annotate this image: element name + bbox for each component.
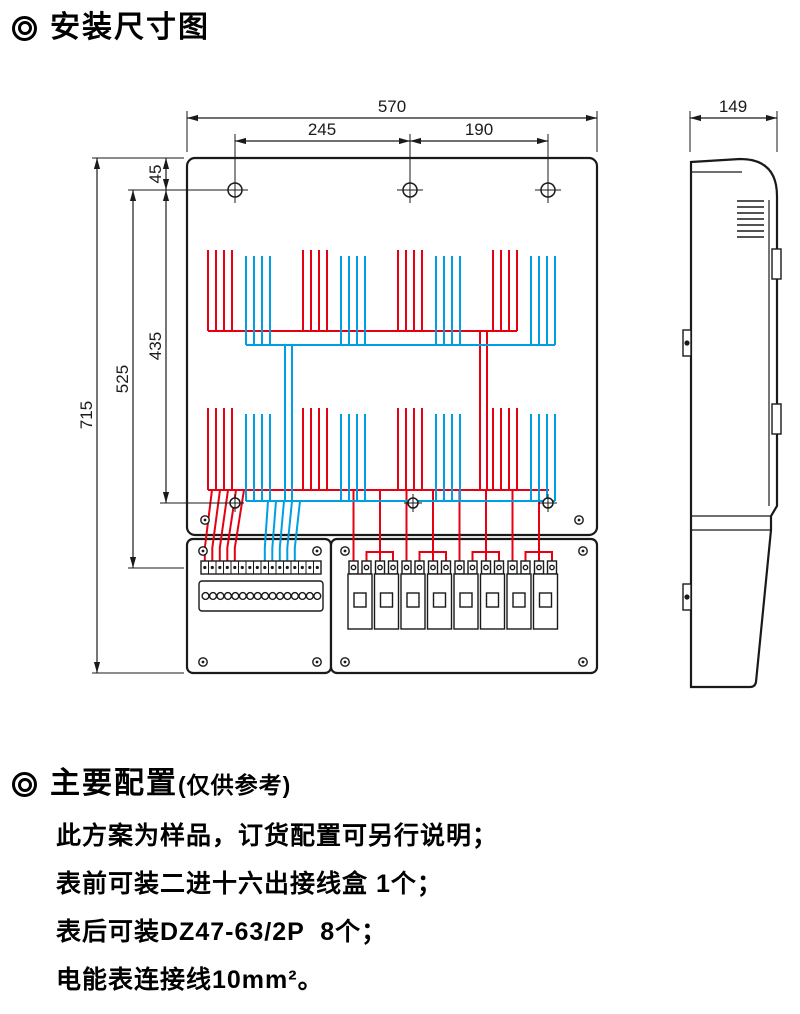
main-configuration-section: 主要配置(仅供参考) 此方案为样品，订货配置可另行说明； 表前可装二进十六出接线… <box>12 766 782 1013</box>
vent-slots <box>737 200 764 238</box>
terminal-holes <box>201 591 322 601</box>
dim-overall-height: 715 <box>77 401 96 429</box>
breaker-8 <box>532 560 559 630</box>
page-title-row: 安装尺寸图 <box>12 10 210 46</box>
breaker-5 <box>453 560 479 630</box>
bullseye-icon <box>12 15 37 41</box>
junction-box <box>198 560 324 612</box>
config-line-2: 表前可装二进十六出接线盒 1个； <box>56 870 443 898</box>
dim-height-to-bottom-holes: 525 <box>113 365 132 393</box>
mounting-holes-top <box>222 177 561 203</box>
live-wires-red <box>203 250 553 561</box>
config-title-text: 主要配置 <box>50 767 178 800</box>
breaker-1 <box>347 560 373 630</box>
breaker-7 <box>506 560 532 630</box>
dim-height-to-lower-holes: 435 <box>146 332 165 360</box>
dim-top-offset: 45 <box>146 165 165 184</box>
neutral-wires-blue <box>245 256 556 561</box>
side-view <box>682 157 782 689</box>
breaker-6 <box>479 560 506 630</box>
config-subtitle: (仅供参考) <box>178 772 292 798</box>
dim-depth: 149 <box>719 97 747 116</box>
dimension-annotations: 570 245 190 149 715 525 45 435 <box>77 97 778 674</box>
bullseye-icon <box>12 772 37 797</box>
meter-panel-outline <box>185 156 599 537</box>
config-title: 主要配置(仅供参考) <box>50 766 291 803</box>
config-line-4: 电能表连接线10mm²。 <box>56 966 324 994</box>
breaker-2 <box>373 560 400 630</box>
dim-hole-span-right: 190 <box>465 120 493 139</box>
side-latch-bottom <box>771 403 782 435</box>
side-latch-top <box>771 248 782 280</box>
page-title: 安装尺寸图 <box>50 11 210 44</box>
breaker-4 <box>426 560 453 630</box>
breaker-3 <box>400 560 426 630</box>
side-profile-outline <box>689 157 779 689</box>
installation-dimension-diagram: 570 245 190 149 715 525 45 435 <box>77 97 782 689</box>
circuit-breakers <box>347 560 559 630</box>
cover-screws <box>198 515 588 667</box>
mounting-holes-lower <box>226 494 557 512</box>
config-line-3: 表后可装DZ47-63/2P 8个； <box>56 918 388 946</box>
dim-overall-width: 570 <box>378 97 406 116</box>
dim-hole-span-left: 245 <box>308 120 336 139</box>
config-line-1: 此方案为样品，订货配置可另行说明； <box>56 822 499 850</box>
config-title-row: 主要配置(仅供参考) <box>12 766 782 803</box>
